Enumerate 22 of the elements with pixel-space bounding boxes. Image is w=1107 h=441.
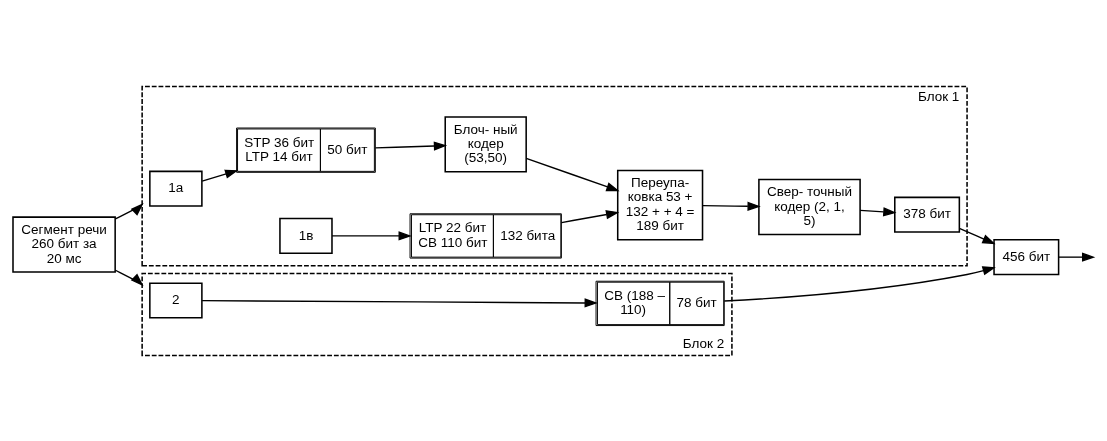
node-box: Сегмент речи 260 бит за 20 мс — [12, 215, 116, 273]
arrow — [1058, 251, 1096, 262]
arrow — [958, 227, 996, 244]
arrow — [331, 230, 412, 241]
arrow — [560, 209, 620, 223]
arrow — [114, 202, 144, 220]
arrow — [859, 206, 897, 217]
arrow — [525, 157, 620, 191]
node-box: 1в — [279, 217, 333, 254]
node-box: Переупа- ковка 53 + 132 + + 4 = 189 бит — [616, 169, 704, 241]
arrow — [201, 297, 598, 308]
arrow — [114, 269, 144, 286]
node-box: 1а — [149, 170, 203, 207]
node-box: 2 — [149, 281, 203, 319]
node-box: 456 бит — [993, 238, 1060, 275]
node-box: Блоч- ный кодер (53,50) — [444, 115, 527, 173]
arrow — [723, 265, 996, 302]
arrow — [701, 201, 761, 211]
arrow — [201, 169, 239, 182]
arrow — [374, 140, 448, 151]
node-box: Свер- точный кодер (2, 1, 5) — [758, 178, 861, 235]
node-box: 378 бит — [894, 196, 961, 233]
